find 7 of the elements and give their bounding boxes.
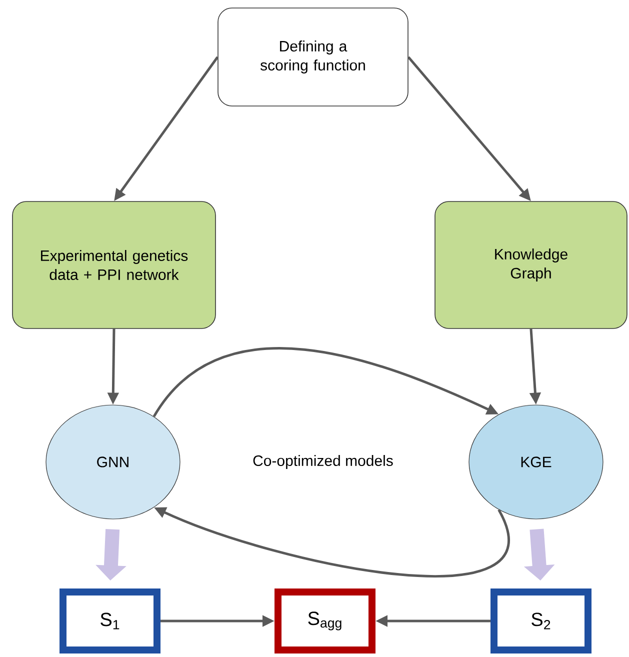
score-box: S$_{agg}$	[274, 588, 376, 654]
data-box: Experimental genetics data + PPI network	[12, 201, 216, 329]
score-box: S$_{2}$	[490, 588, 592, 654]
data-box: Knowledge Graph	[434, 201, 628, 329]
process-box: Defining a scoring function	[218, 8, 408, 106]
score-box: S$_{1}$	[60, 588, 160, 654]
annotation-text: Co-optimized models	[253, 455, 393, 469]
